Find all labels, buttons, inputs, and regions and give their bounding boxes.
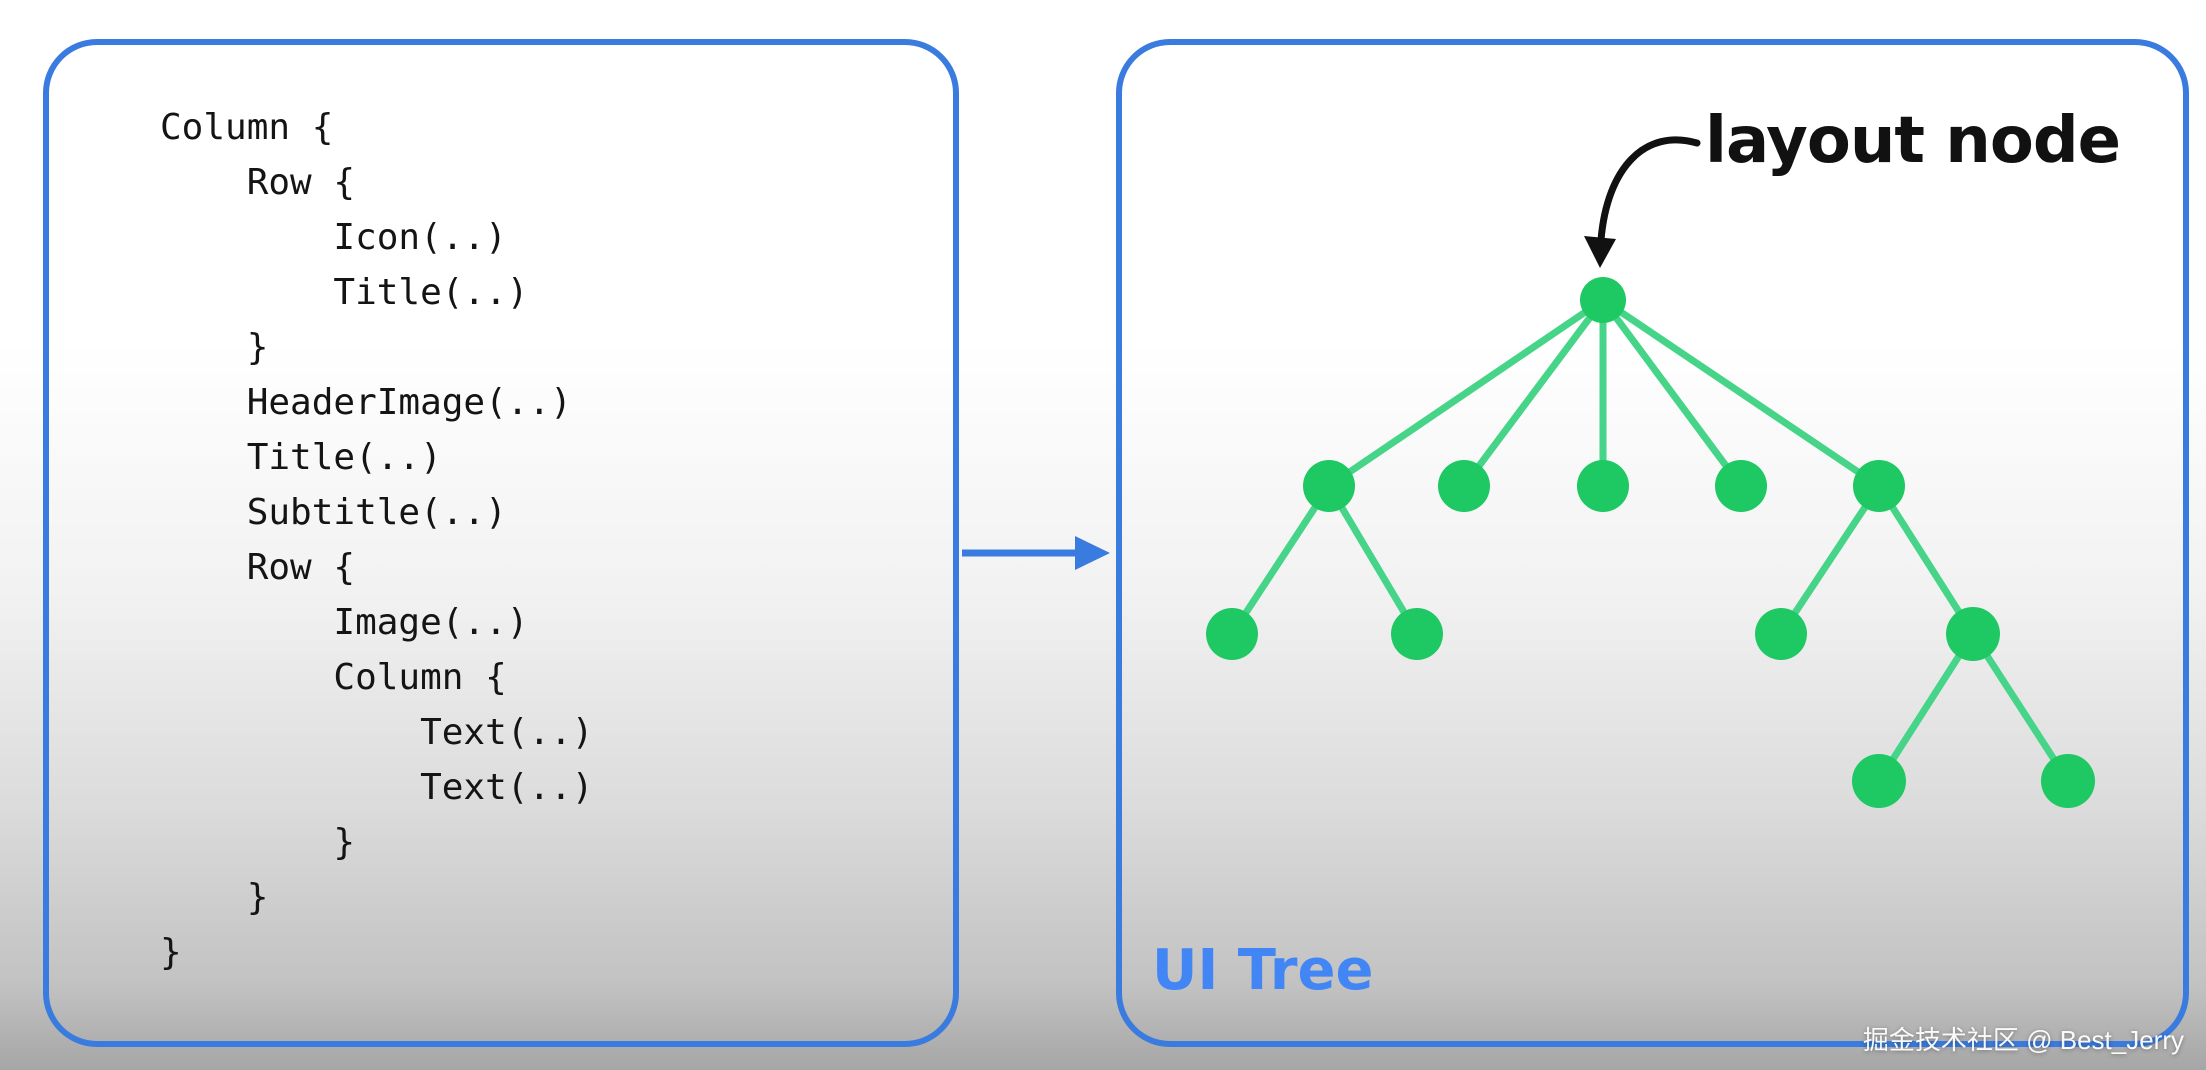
ui-tree-panel	[1116, 39, 2189, 1047]
ui-tree-title: UI Tree	[1152, 938, 1374, 1003]
layout-node-label: layout node	[1705, 104, 2121, 178]
connector-arrowhead	[1075, 536, 1110, 570]
code-block: Column { Row { Icon(..) Title(..) } Head…	[160, 107, 594, 973]
panel-connector-arrow-icon	[962, 536, 1110, 570]
watermark-text: 掘金技术社区 @ Best_Jerry	[1862, 1025, 2184, 1055]
code-panel	[43, 39, 959, 1047]
